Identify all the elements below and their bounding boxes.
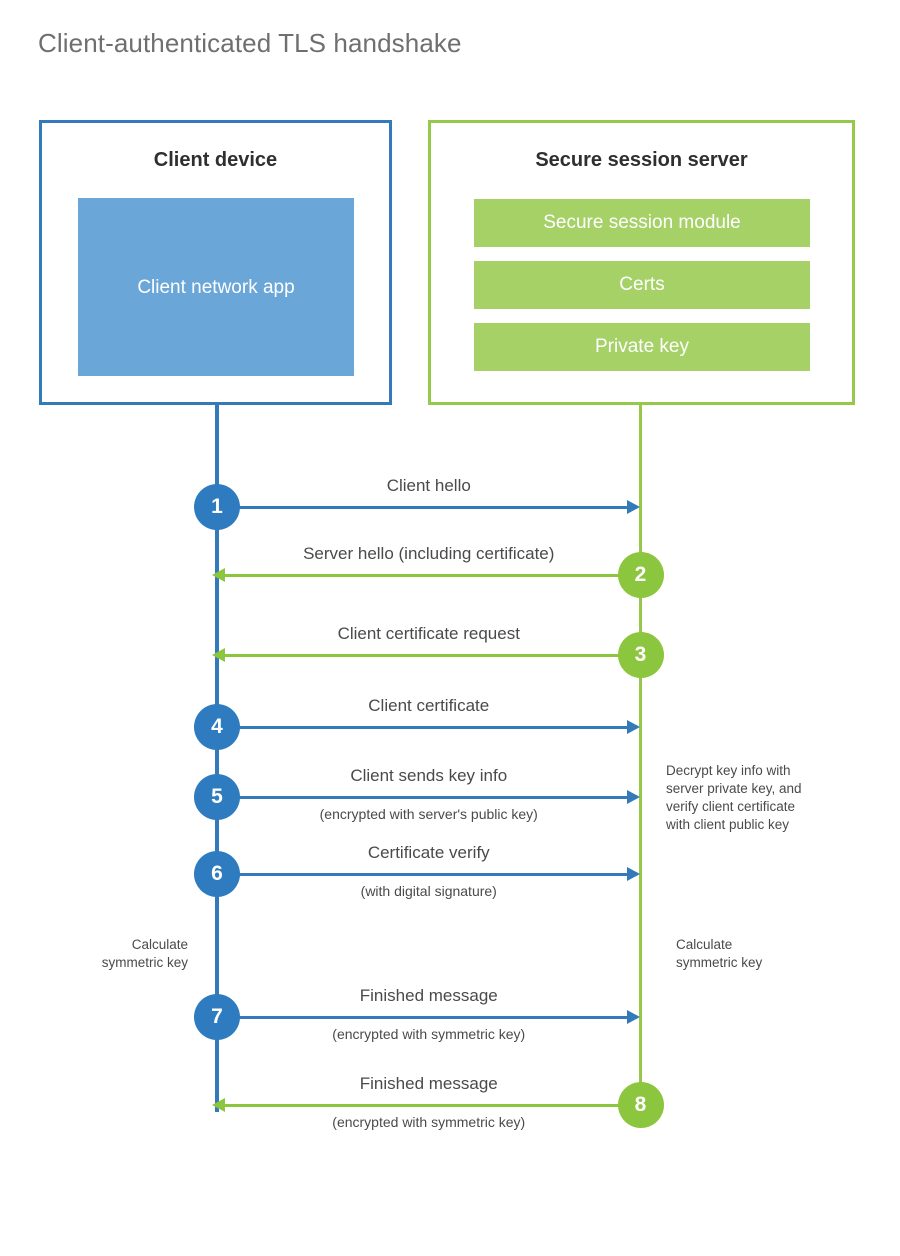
step-number-6[interactable]: 6 [194, 851, 240, 897]
step-number-4[interactable]: 4 [194, 704, 240, 750]
message-sublabel: (with digital signature) [360, 883, 497, 899]
message-label: Certificate verify [367, 843, 490, 862]
message-line [217, 726, 635, 729]
step-number-7[interactable]: 7 [194, 994, 240, 1040]
message-label: Finished message [359, 1074, 498, 1093]
arrow-head [626, 720, 640, 734]
message-line [223, 1104, 641, 1107]
client-lifeline [215, 405, 219, 1112]
message-sublabel: (encrypted with symmetric key) [332, 1114, 526, 1130]
client-device-title: Client device [153, 149, 278, 171]
message-label: Client certificate [368, 696, 490, 715]
note-line: symmetric key [101, 955, 188, 970]
arrow-head [626, 867, 640, 881]
message-line [217, 796, 635, 799]
message-label: Server hello (including certificate) [303, 544, 555, 563]
note-line: symmetric key [676, 955, 763, 970]
note-line: Calculate [676, 937, 733, 952]
arrow-head [212, 568, 225, 582]
note-line: Decrypt key info with [666, 763, 791, 778]
secure-session-server-box: Secure session server Secure session mod… [428, 120, 855, 405]
arrow-head [626, 790, 640, 804]
message-label: Client certificate request [337, 624, 520, 643]
server-component-private-key: Private key [474, 323, 810, 371]
client-calculate-symmetric-key-note: Calculate symmetric key [20, 936, 188, 972]
arrow-head [212, 648, 225, 662]
page-title: Client-authenticated TLS handshake [38, 28, 462, 58]
message-line [223, 574, 641, 577]
server-decrypt-note: Decrypt key info with server private key… [666, 762, 846, 834]
note-line: verify client certificate [666, 799, 796, 814]
step-number-2[interactable]: 2 [617, 552, 664, 598]
client-network-app-block: Client network app [78, 198, 354, 376]
client-device-box: Client device Client network app [39, 120, 392, 405]
arrow-head [626, 500, 640, 514]
server-component-list: Secure session module Certs Private key [474, 199, 810, 385]
arrow-head [626, 1010, 640, 1024]
message-sublabel: (encrypted with server's public key) [319, 806, 538, 822]
message-label: Client sends key info [350, 766, 508, 785]
note-line: with client public key [666, 817, 790, 832]
arrow-head [212, 1098, 225, 1112]
note-line: server private key, and [666, 781, 802, 796]
server-calculate-symmetric-key-note: Calculate symmetric key [676, 936, 856, 972]
step-number-5[interactable]: 5 [194, 774, 240, 820]
message-label: Finished message [359, 986, 498, 1005]
message-label: Client hello [386, 476, 471, 495]
secure-session-server-title: Secure session server [535, 149, 748, 171]
message-line [223, 654, 641, 657]
message-line [217, 873, 635, 876]
message-line [217, 1016, 635, 1019]
step-number-3[interactable]: 3 [617, 632, 664, 678]
message-sublabel: (encrypted with symmetric key) [332, 1026, 526, 1042]
server-component-certs: Certs [474, 261, 810, 309]
note-line: Calculate [131, 937, 188, 952]
server-lifeline [639, 405, 642, 1105]
server-component-secure-session-module: Secure session module [474, 199, 810, 247]
step-number-8[interactable]: 8 [617, 1082, 664, 1128]
message-line [217, 506, 635, 509]
step-number-1[interactable]: 1 [194, 484, 240, 530]
